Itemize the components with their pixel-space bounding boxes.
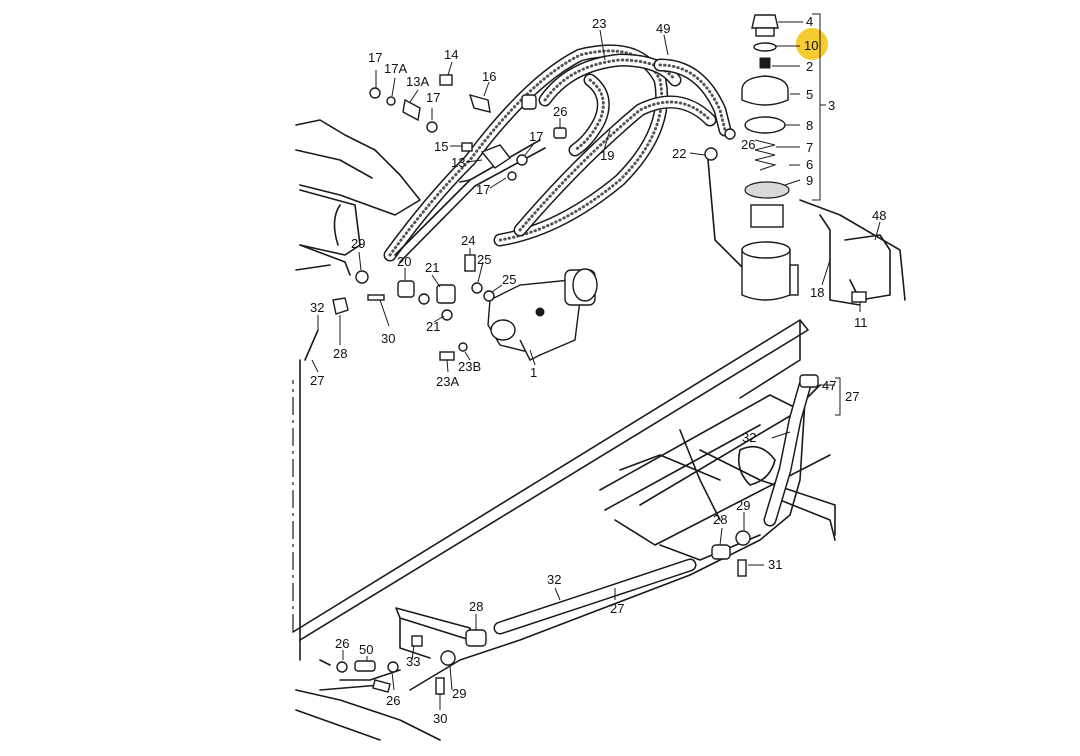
label-13A: 13A <box>406 74 429 89</box>
label-13: 13 <box>451 155 465 170</box>
reservoir-assembly <box>741 14 799 301</box>
label-27-a: 27 <box>310 373 324 388</box>
label-1: 1 <box>530 365 537 380</box>
label-17-a: 17 <box>368 50 382 65</box>
label-25-a: 25 <box>477 252 491 267</box>
label-6: 6 <box>806 157 813 172</box>
label-33: 33 <box>406 654 420 669</box>
label-30-a: 30 <box>381 331 395 346</box>
label-8: 8 <box>806 118 813 133</box>
leader-lines <box>311 13 881 710</box>
label-10: 10 <box>804 38 818 53</box>
label-28-c: 28 <box>469 599 483 614</box>
label-29-b: 29 <box>736 498 750 513</box>
part-labels: 4 10 2 5 3 8 7 6 9 48 18 11 22 26 23 49 … <box>310 14 886 726</box>
label-17-b: 17 <box>426 90 440 105</box>
label-26-d: 26 <box>386 693 400 708</box>
fittings <box>332 74 867 695</box>
label-23: 23 <box>592 16 606 31</box>
label-22: 22 <box>672 146 686 161</box>
label-16: 16 <box>482 69 496 84</box>
label-48: 48 <box>872 208 886 223</box>
label-27-c: 27 <box>610 601 624 616</box>
label-23B: 23B <box>458 359 481 374</box>
label-20: 20 <box>397 254 411 269</box>
label-29-c: 29 <box>452 686 466 701</box>
label-31: 31 <box>768 557 782 572</box>
label-32-b: 32 <box>742 430 756 445</box>
label-30-b: 30 <box>433 711 447 726</box>
label-7: 7 <box>806 140 813 155</box>
label-2: 2 <box>806 59 813 74</box>
label-14: 14 <box>444 47 458 62</box>
label-5: 5 <box>806 87 813 102</box>
label-18: 18 <box>810 285 824 300</box>
label-29-a: 29 <box>351 236 365 251</box>
label-17-c: 17 <box>529 129 543 144</box>
label-11: 11 <box>854 315 868 330</box>
label-21-a: 21 <box>425 260 439 275</box>
label-26-b: 26 <box>553 104 567 119</box>
label-23A: 23A <box>436 374 459 389</box>
label-19: 19 <box>600 148 614 163</box>
label-32-c: 32 <box>547 572 561 587</box>
label-26-c: 26 <box>335 636 349 651</box>
label-32-a: 32 <box>310 300 324 315</box>
label-26-a: 26 <box>741 137 755 152</box>
body-frame <box>292 119 906 741</box>
label-24: 24 <box>461 233 475 248</box>
label-9: 9 <box>806 173 813 188</box>
label-3: 3 <box>828 98 835 113</box>
label-47: 47 <box>822 378 836 393</box>
steel-pipes <box>394 139 746 271</box>
hoses <box>299 44 821 691</box>
label-27-b: 27 <box>845 389 859 404</box>
label-17-d: 17 <box>476 182 490 197</box>
label-15: 15 <box>434 139 448 154</box>
label-49: 49 <box>656 21 670 36</box>
label-28-a: 28 <box>333 346 347 361</box>
label-17A: 17A <box>384 61 407 76</box>
label-50: 50 <box>359 642 373 657</box>
label-4: 4 <box>806 14 813 29</box>
power-steering-pump <box>487 268 598 361</box>
label-21-b: 21 <box>426 319 440 334</box>
label-28-b: 28 <box>713 512 727 527</box>
label-25-b: 25 <box>502 272 516 287</box>
